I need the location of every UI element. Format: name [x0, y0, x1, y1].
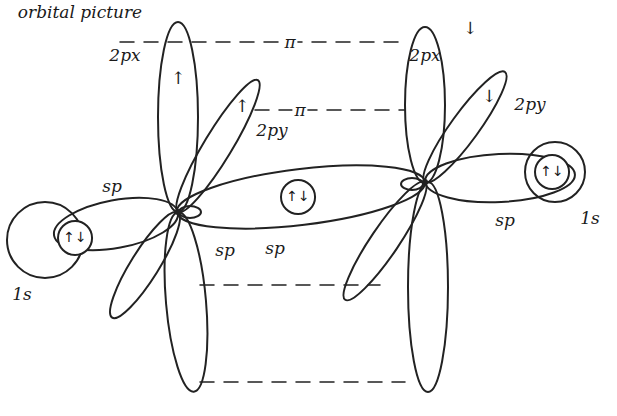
- sp-sp-overlap: [174, 154, 429, 240]
- electron-pair: ↑↓: [286, 189, 309, 204]
- sp-orbital-lobe: [50, 189, 183, 259]
- circle-outline: [281, 180, 315, 214]
- electron-spin: 2px: [407, 46, 442, 65]
- orbital-name: ↓: [461, 19, 479, 38]
- electron-spin: ↑: [233, 97, 251, 116]
- electron-pair: ↑↓: [63, 230, 86, 245]
- electron-pair-circle: ↑↓: [533, 153, 571, 191]
- page-heading: orbital picture: [16, 3, 144, 22]
- carbon-nucleus: [422, 179, 428, 185]
- sp-back-lobe: [401, 178, 423, 190]
- pi-dash-line: [200, 284, 380, 286]
- sp-back-lobe: [179, 206, 201, 218]
- orbital-name: 1s: [578, 209, 602, 228]
- p-orbital-lobe: [100, 205, 189, 325]
- p-orbital-lobe: [408, 182, 448, 392]
- circle-outline: [58, 221, 92, 255]
- circle-outline: [535, 155, 569, 189]
- orbital-name: 2py: [512, 95, 547, 114]
- p-orbital-lobe: [405, 27, 445, 183]
- sp-orbital-lobe: [424, 150, 576, 205]
- orbital-name: sp: [213, 241, 237, 260]
- p-orbital-lobe: [334, 174, 437, 307]
- pi-dash-line: [255, 109, 405, 111]
- orbital-name: sp: [493, 211, 517, 230]
- orbital-name: 2px: [107, 46, 142, 65]
- electron-spin: ↓: [480, 87, 498, 106]
- p-orbital-lobe: [414, 64, 517, 190]
- pi-dash-line: [200, 381, 405, 383]
- p-orbital-lobe: [158, 22, 198, 212]
- orbital-name: sp: [100, 177, 124, 196]
- electron-pair: ↑↓: [540, 164, 563, 179]
- p-orbital-lobe: [166, 73, 270, 219]
- electron-spin: ↑: [169, 69, 187, 88]
- carbon-nucleus: [175, 209, 181, 215]
- p-orbital-lobe: [158, 211, 214, 394]
- pi-dash-line: [120, 41, 400, 43]
- orbital-name: sp: [263, 239, 287, 258]
- pi-bond-label: π: [282, 33, 297, 52]
- orbital-name: 1s: [10, 285, 34, 304]
- pi-bond-label: π: [292, 101, 307, 120]
- electron-pair-circle: ↑↓: [56, 219, 94, 257]
- orbital-name: 2py: [254, 121, 289, 140]
- electron-pair-circle: ↑↓: [279, 178, 317, 216]
